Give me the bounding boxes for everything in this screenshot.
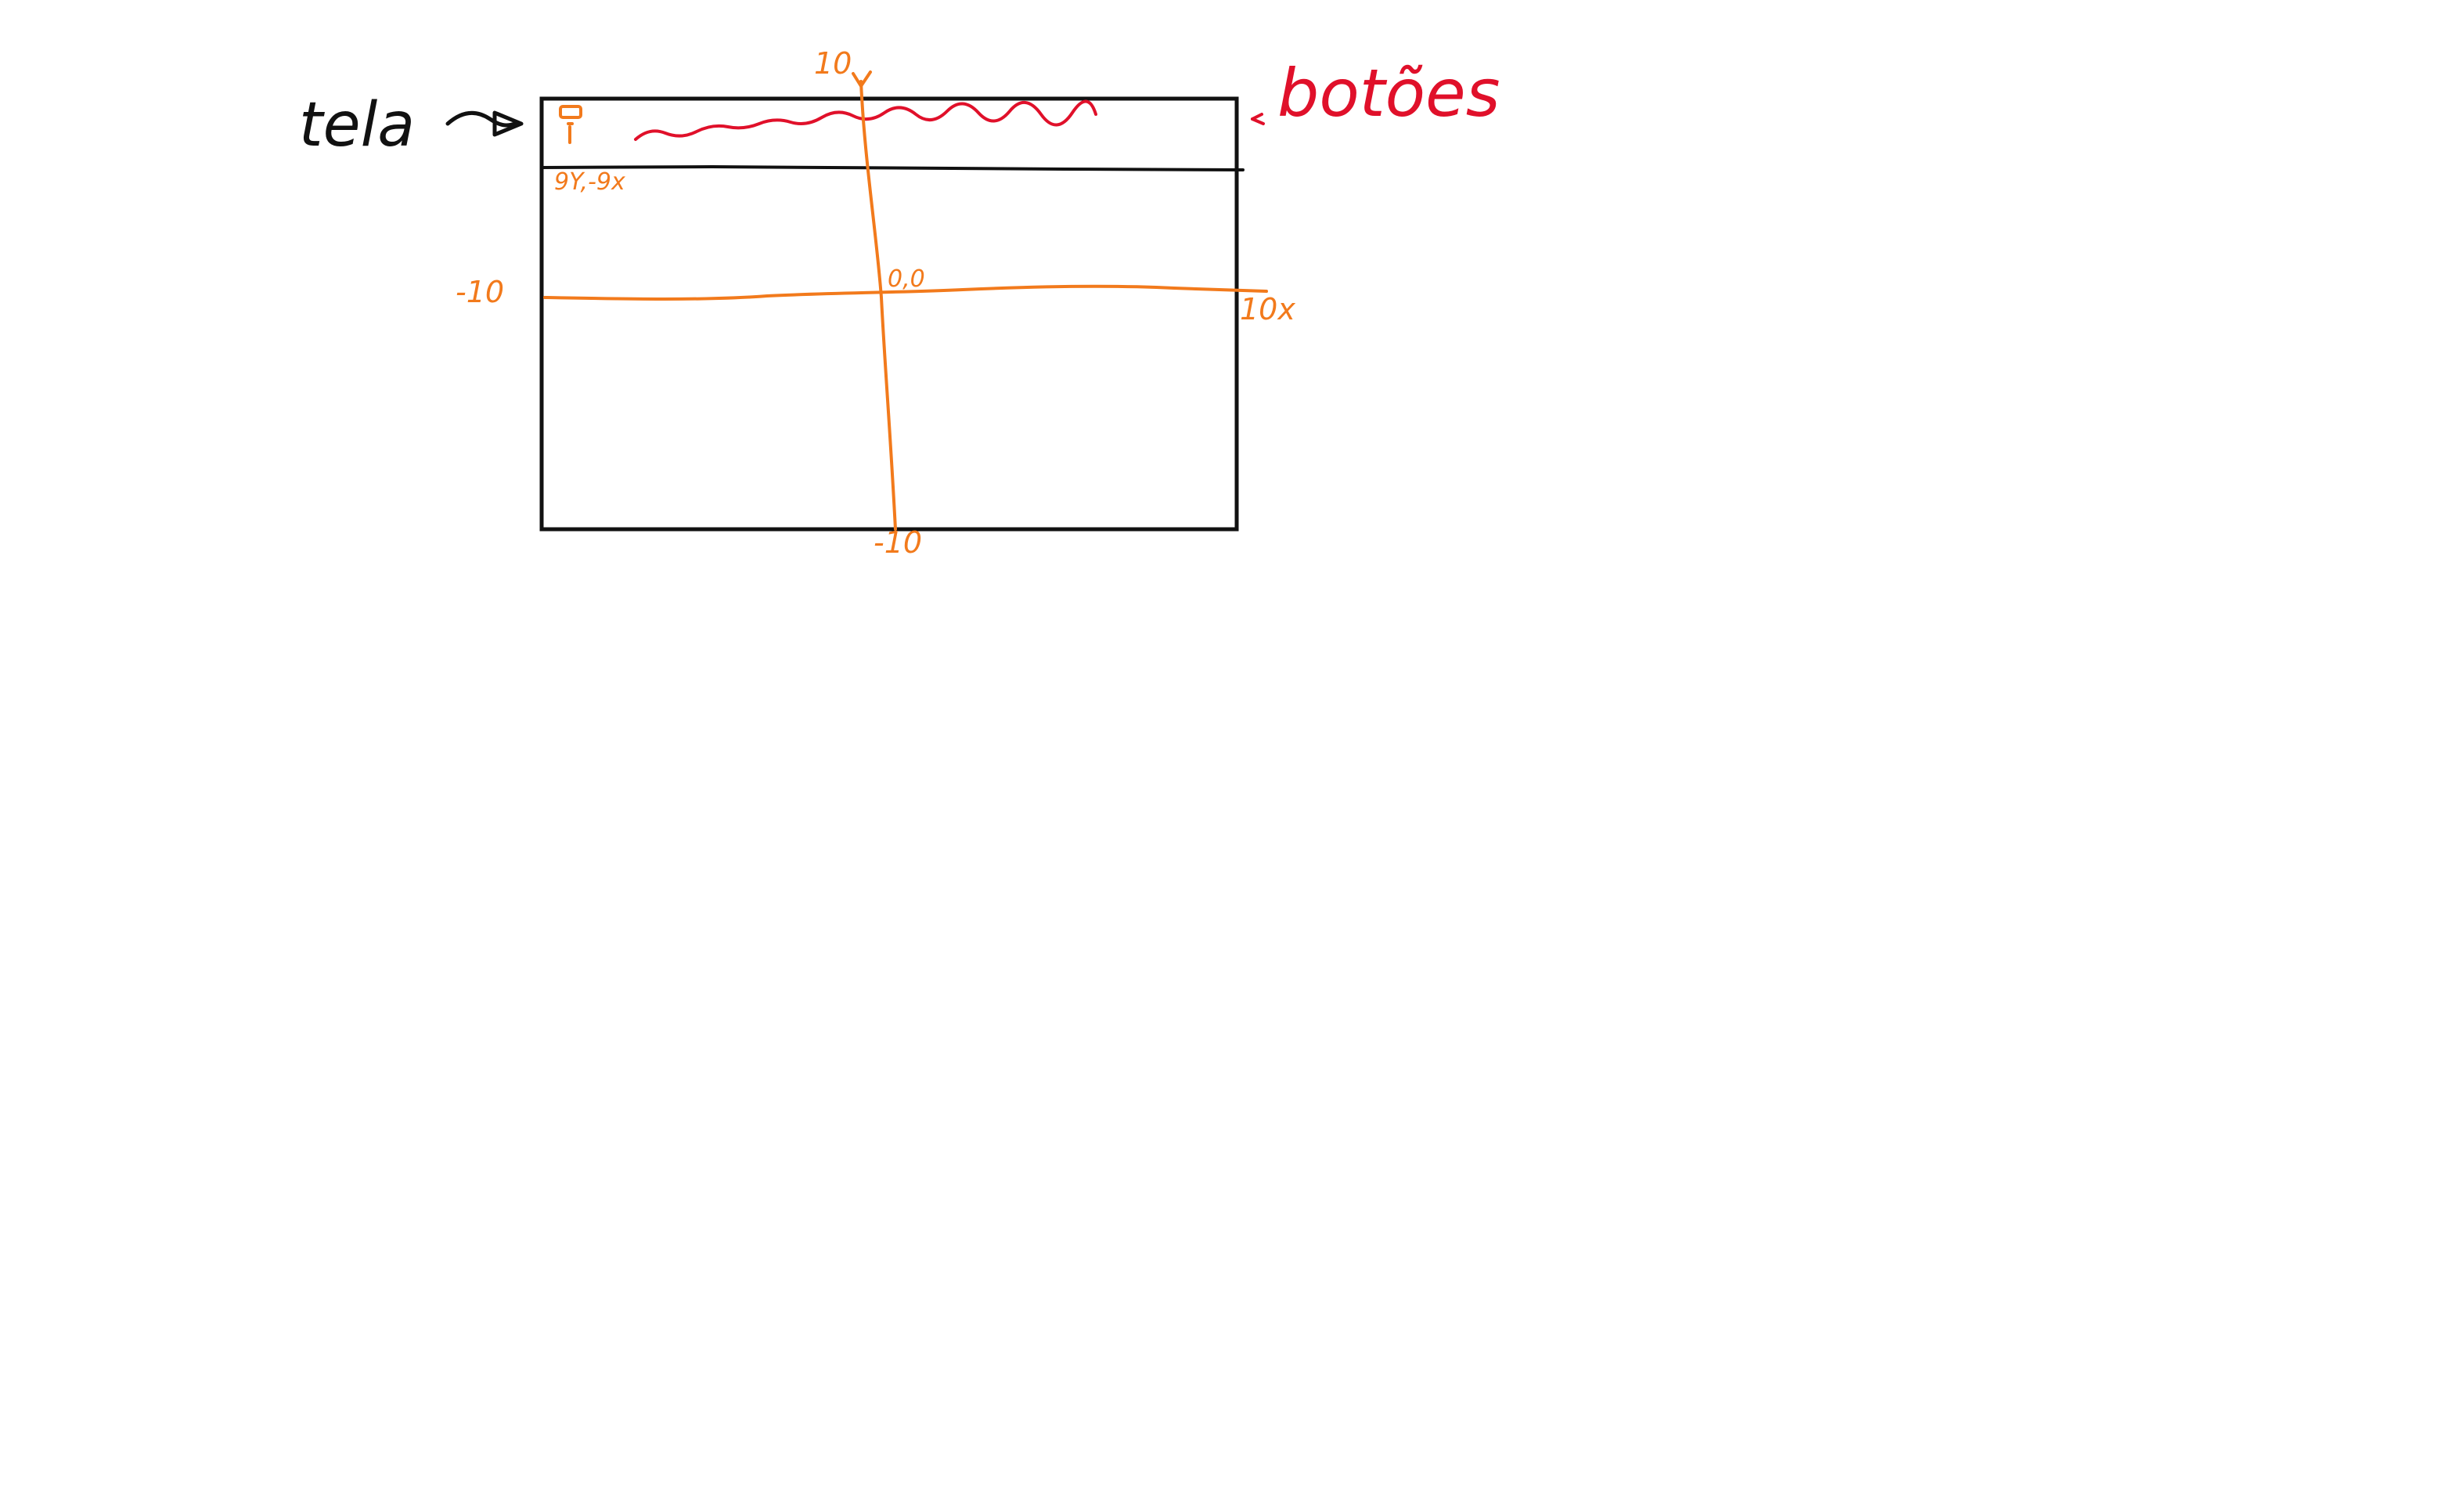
corner-marker-icon <box>559 105 582 144</box>
y-axis-top-label: 10 <box>814 46 852 81</box>
x-axis <box>543 284 1268 301</box>
buttons-squiggle <box>634 99 1097 141</box>
x-axis-left-label: -10 <box>456 275 504 309</box>
screen-frame <box>539 96 1239 532</box>
toolbar-divider <box>540 164 1245 171</box>
screen-label: tela <box>299 90 415 160</box>
origin-label: 0,0 <box>888 265 925 293</box>
x-axis-right-label: 10x <box>1240 292 1295 326</box>
y-axis <box>859 80 897 531</box>
arrow-right-icon <box>445 110 524 137</box>
corner-coordinate-label: 9Y,-9x <box>554 168 625 196</box>
y-axis-bottom-label: -10 <box>874 525 922 560</box>
buttons-pointer-icon <box>1251 113 1265 125</box>
buttons-label: botões <box>1277 55 1500 132</box>
y-axis-arrow-icon <box>852 70 872 88</box>
